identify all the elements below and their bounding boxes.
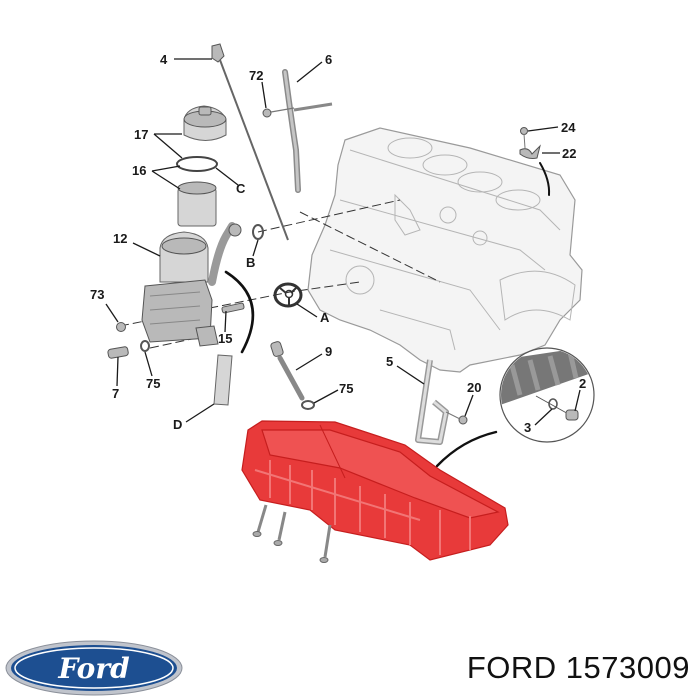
callout-9: 9 [325, 344, 332, 359]
dipstick [211, 43, 289, 241]
part-number-title: FORD 1573009 [466, 650, 690, 685]
callout-c: C [236, 181, 246, 196]
relation-arc [435, 430, 498, 468]
ford-logo-text: Ford [57, 652, 129, 685]
callout-4: 4 [160, 52, 168, 67]
bolt-20 [458, 415, 468, 425]
callout-a: A [320, 310, 330, 325]
dipstick-tube [282, 69, 333, 193]
washer-75-sensor [301, 400, 315, 410]
pipe-d [213, 354, 233, 406]
callout-b: B [246, 255, 255, 270]
callout-24: 24 [561, 120, 576, 135]
relation-arc [539, 162, 551, 196]
assembly-line [257, 199, 401, 233]
relation-arc [224, 270, 255, 354]
callout-2: 2 [579, 376, 586, 391]
callout-72: 72 [249, 68, 263, 83]
callout-3: 3 [524, 420, 531, 435]
callout-12: 12 [113, 231, 127, 246]
ford-logo: Ford [5, 640, 183, 696]
assembly-line [149, 334, 211, 349]
seal-ring-c [176, 156, 218, 172]
bolt-72 [262, 108, 272, 118]
callout-d: D [173, 417, 182, 432]
callout-73: 73 [90, 287, 104, 302]
callout-75-left: 75 [146, 376, 160, 391]
gasket-a [273, 282, 303, 308]
callout-75-right: 75 [339, 381, 353, 396]
stud-15 [221, 302, 245, 314]
callout-6: 6 [325, 52, 332, 67]
callout-17: 17 [134, 127, 148, 142]
oil-filter-cap [183, 105, 227, 141]
washer-75 [140, 340, 150, 352]
callout-22: 22 [562, 146, 576, 161]
callout-15: 15 [218, 331, 232, 346]
pan-bolts [252, 504, 332, 563]
assembly-line [299, 211, 441, 283]
engine-block [307, 127, 583, 373]
oil-filter-element [177, 181, 217, 227]
bracket-22 [519, 144, 541, 159]
callout-20: 20 [467, 380, 481, 395]
callout-7: 7 [112, 386, 119, 401]
plug-73 [116, 322, 126, 332]
sensor-7 [107, 346, 129, 359]
bolt-24 [520, 127, 528, 135]
oil-level-sensor [270, 341, 305, 401]
callout-16: 16 [132, 163, 146, 178]
drain-plug-detail [499, 347, 595, 443]
callout-5: 5 [386, 354, 393, 369]
oil-filter-housing [141, 222, 242, 347]
seal-ring-b [252, 224, 264, 240]
oil-pan [241, 420, 509, 561]
